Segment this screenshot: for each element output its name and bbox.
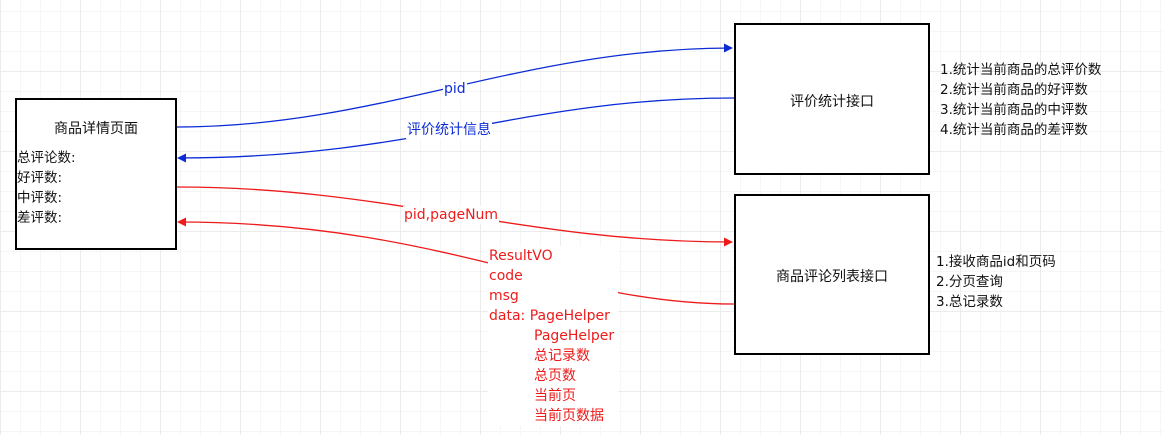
rating-stats-api-node: 评价统计接口	[734, 23, 930, 175]
review-list-api-node: 商品评论列表接口	[734, 194, 930, 355]
edge-response-list	[177, 217, 735, 305]
note-line: 1.接收商品id和页码	[936, 254, 1056, 270]
note-line: 2.分页查询	[936, 274, 1003, 290]
field-neutral-reviews: 中评数:	[17, 190, 63, 206]
note-line: 1.统计当前商品的总评价数	[940, 62, 1102, 78]
field-bad-reviews: 差评数:	[17, 210, 63, 226]
result-data-line: 当前页数据	[534, 408, 604, 424]
edge-label-result-vo: ResultVO code msg data: PageHelper PageH…	[488, 246, 619, 426]
result-data-line: 总记录数	[534, 348, 590, 364]
result-data-key: data:	[489, 308, 526, 324]
result-line: code	[489, 268, 523, 284]
edge-label-pid: pid	[443, 80, 467, 98]
edge-label-stats-info: 评价统计信息	[406, 121, 492, 139]
result-data-line: 当前页	[534, 388, 576, 404]
product-detail-page-node: 商品详情页面 总评论数: 好评数: 中评数: 差评数:	[15, 98, 177, 250]
rating-field-list: 总评论数: 好评数: 中评数: 差评数:	[17, 148, 76, 228]
result-data-line: PageHelper	[534, 328, 615, 344]
result-data-line: data: PageHelper	[489, 306, 614, 326]
note-line: 3.统计当前商品的中评数	[940, 102, 1088, 118]
field-total-reviews: 总评论数:	[17, 150, 76, 166]
edge-label-pid-pagenum: pid,pageNum	[403, 206, 500, 224]
result-data-line: 总页数	[534, 368, 576, 384]
note-line: 2.统计当前商品的好评数	[940, 82, 1088, 98]
node-title: 评价统计接口	[790, 94, 874, 110]
result-data-value: PageHelper	[529, 308, 610, 324]
list-api-note: 1.接收商品id和页码 2.分页查询 3.总记录数	[936, 252, 1056, 312]
field-good-reviews: 好评数:	[17, 170, 63, 186]
node-title: 商品评论列表接口	[776, 269, 888, 285]
note-line: 4.统计当前商品的差评数	[940, 122, 1088, 138]
result-line: msg	[489, 288, 519, 304]
note-line: 3.总记录数	[936, 294, 1003, 310]
result-line: ResultVO	[489, 248, 553, 264]
stats-api-note: 1.统计当前商品的总评价数 2.统计当前商品的好评数 3.统计当前商品的中评数 …	[940, 60, 1101, 140]
node-title: 商品详情页面	[54, 121, 138, 137]
